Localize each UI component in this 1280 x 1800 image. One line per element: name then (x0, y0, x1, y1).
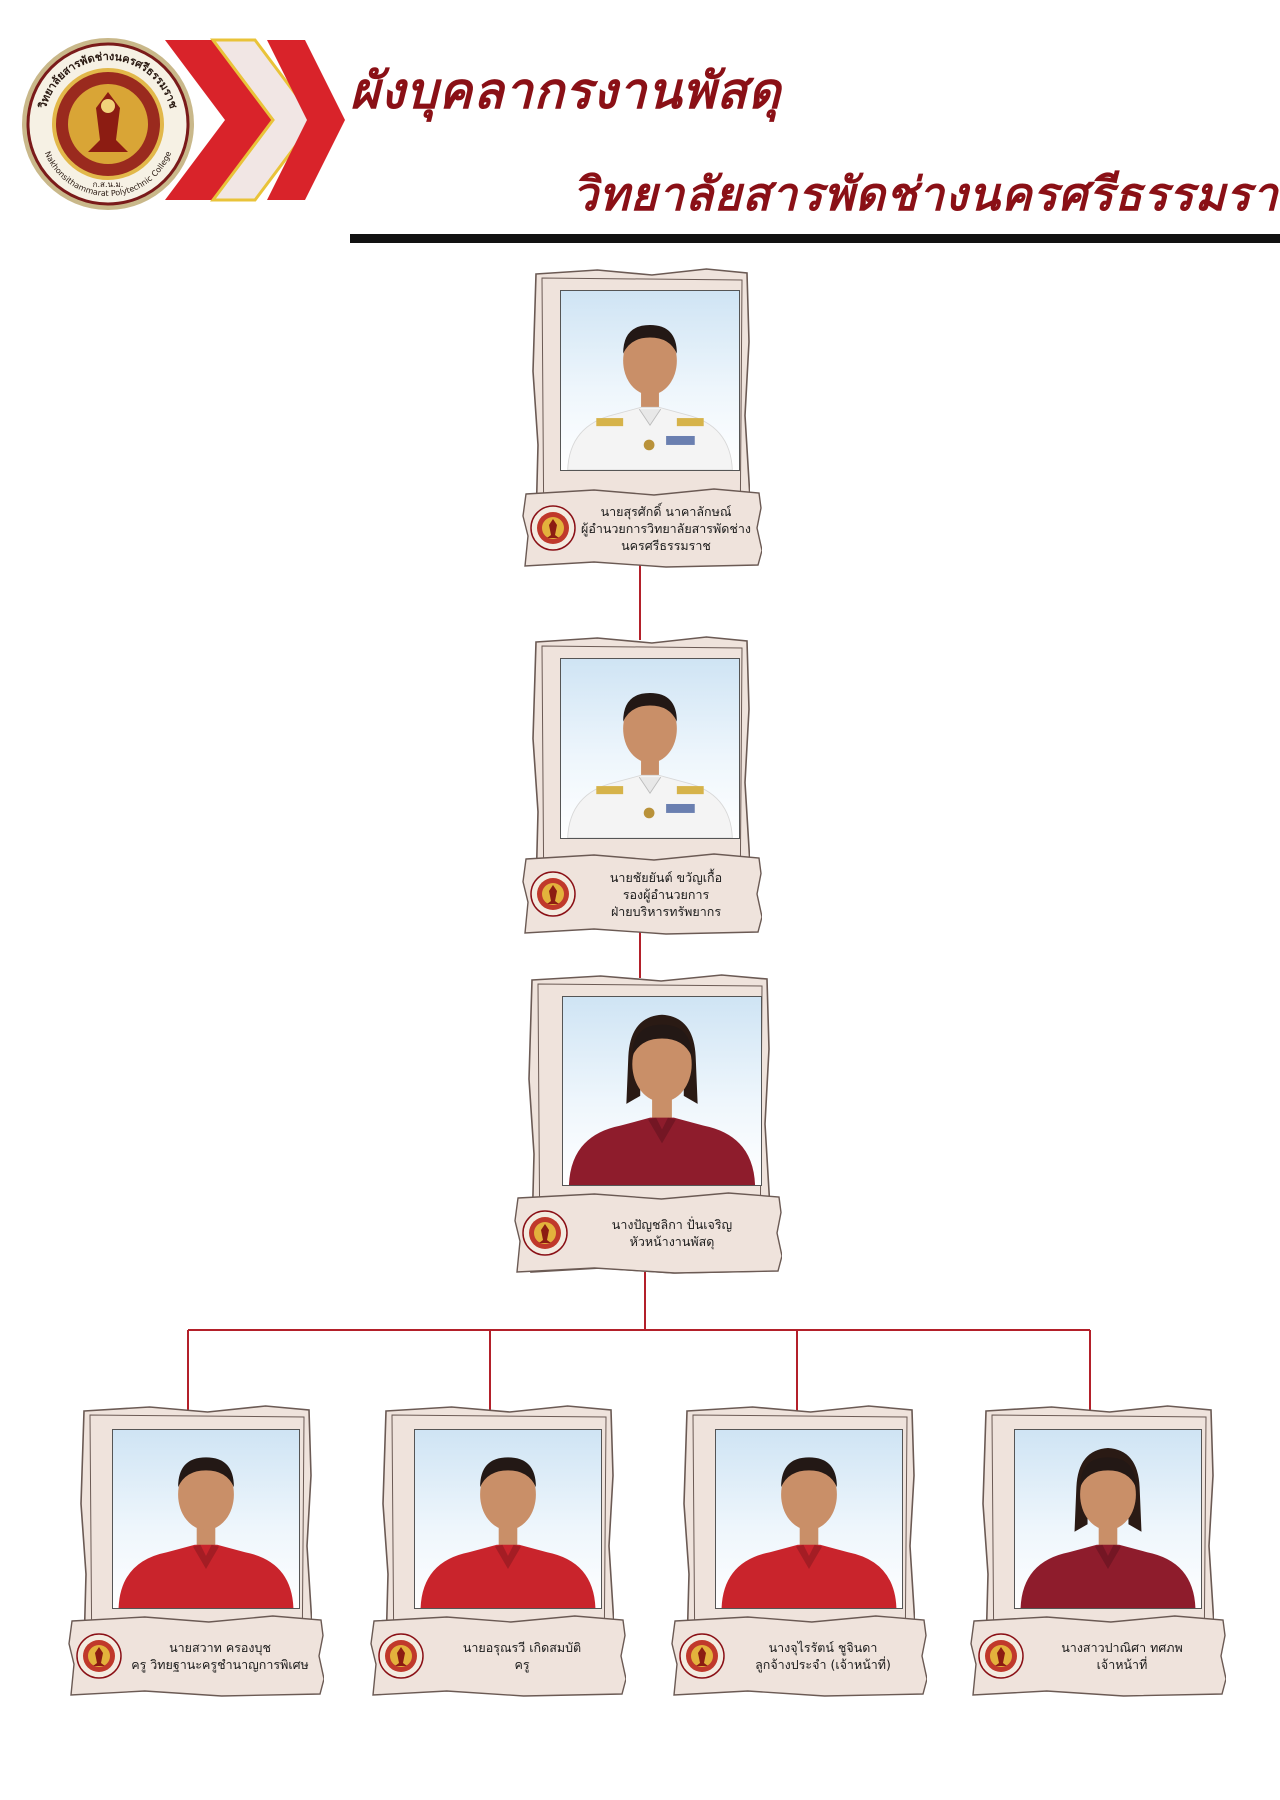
person-name: นายสุรศักดิ์ นาคาลักษณ์ (600, 503, 732, 519)
name-banner: นางปัญชลิกา ปั่นเจริญ หัวหน้างานพัสดุ (514, 1192, 782, 1274)
header-rule (350, 234, 1280, 243)
person-card: นายอรุณรวี เกิดสมบัติ ครู (370, 1405, 626, 1697)
person-card: นางจุไรรัตน์ ชูจินดา ลูกจ้างประจำ (เจ้าห… (671, 1405, 927, 1697)
name-banner: นางจุไรรัตน์ ชูจินดา ลูกจ้างประจำ (เจ้าห… (671, 1615, 927, 1697)
person-card: นายชัยยันต์ ขวัญเกื้อ รองผู้อำนวยการฝ่าย… (522, 636, 762, 935)
name-banner: นายชัยยันต์ ขวัญเกื้อ รองผู้อำนวยการฝ่าย… (522, 853, 762, 935)
person-position: หัวหน้างานพัสดุ (629, 1234, 715, 1249)
person-name: นายอรุณรวี เกิดสมบัติ (462, 1640, 582, 1655)
person-name: นางปัญชลิกา ปั่นเจริญ (611, 1217, 733, 1232)
person-photo (1014, 1429, 1202, 1609)
person-photo (112, 1429, 300, 1609)
logo-abbr: ก.ส.น.ม. (93, 180, 124, 189)
name-banner: นายสุรศักดิ์ นาคาลักษณ์ ผู้อำนวยการวิทยา… (522, 488, 762, 568)
chart-title-line2: วิทยาลัยสารพัดช่างนครศรีธรรมราช (572, 167, 1280, 221)
person-position: เจ้าหน้าที่ (1096, 1657, 1148, 1672)
person-position: ครู วิทยฐานะครูชำนาญการพิเศษ (131, 1657, 309, 1672)
name-banner: นายสวาท ครองบุช ครู วิทยฐานะครูชำนาญการพ… (68, 1615, 324, 1697)
person-card: นายสวาท ครองบุช ครู วิทยฐานะครูชำนาญการพ… (68, 1405, 324, 1697)
person-position: ฝ่ายบริหารทรัพยากร (610, 903, 722, 919)
person-position: ลูกจ้างประจำ (เจ้าหน้าที่) (755, 1657, 891, 1672)
person-name: นางจุไรรัตน์ ชูจินดา (768, 1640, 878, 1655)
person-photo (562, 996, 762, 1186)
person-name: นายสวาท ครองบุช (169, 1640, 271, 1655)
person-card: นางสาวปาณิศา ทศภพ เจ้าหน้าที่ (970, 1405, 1226, 1697)
person-photo (560, 290, 740, 471)
person-position: ผู้อำนวยการวิทยาลัยสารพัดช่าง (581, 520, 751, 536)
college-logo: วิทยาลัยสารพัดช่างนครศรีธรรมราช Nakhonsi… (22, 38, 194, 210)
person-position: รองผู้อำนวยการ (622, 886, 710, 902)
person-photo (560, 658, 740, 839)
person-name: นางสาวปาณิศา ทศภพ (1061, 1640, 1183, 1655)
name-banner: นายอรุณรวี เกิดสมบัติ ครู (370, 1615, 626, 1697)
header-chevron-decoration (165, 38, 345, 202)
person-position: นครศรีธรรมราช (621, 537, 711, 553)
person-card: นายสุรศักดิ์ นาคาลักษณ์ ผู้อำนวยการวิทยา… (522, 268, 762, 568)
name-banner: นางสาวปาณิศา ทศภพ เจ้าหน้าที่ (970, 1615, 1226, 1697)
person-position: ครู (514, 1657, 530, 1672)
person-photo (715, 1429, 903, 1609)
person-card: นางปัญชลิกา ปั่นเจริญ หัวหน้างานพัสดุ (514, 974, 782, 1274)
person-name: นายชัยยันต์ ขวัญเกื้อ (609, 869, 723, 885)
chart-title-line1: ผังบุคลากรงานพัสดุ (350, 61, 782, 120)
person-photo (414, 1429, 602, 1609)
